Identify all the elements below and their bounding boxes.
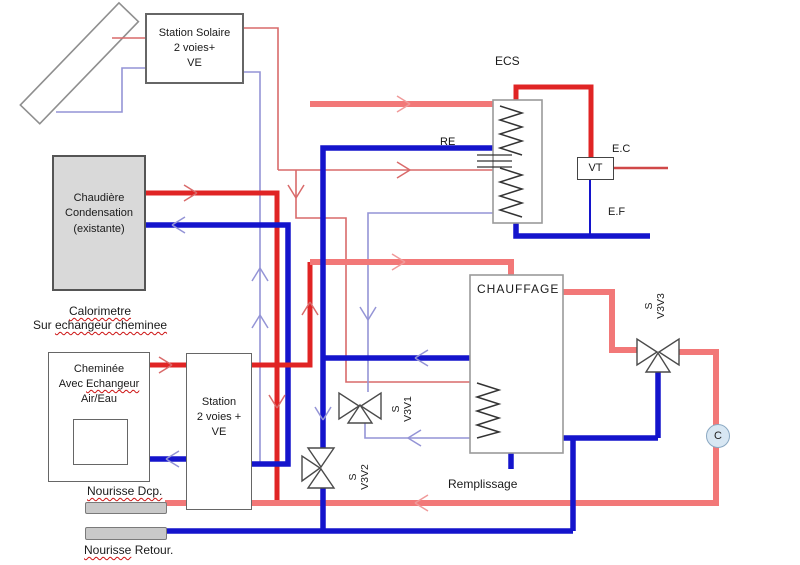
cheminee-line2b: Echangeur: [86, 378, 140, 391]
vt-valve-box: VT: [577, 157, 614, 180]
cheminee-inner-box: [73, 419, 128, 465]
pipe-re-return: [320, 145, 493, 449]
chauffage-tank: [469, 274, 564, 454]
calorimetre-line2a: Sur: [32, 318, 55, 332]
nourrice-dcp-bar: [85, 502, 167, 514]
ecs-element-lines: [477, 154, 512, 168]
re-label: RE: [440, 136, 456, 148]
pipe-panel-return: [56, 67, 145, 113]
valve-v3v3: [636, 337, 680, 373]
pipe-chaudiere-return: [142, 222, 291, 467]
cheminee-line2a: Avec: [58, 378, 87, 391]
pipe-chaudiere-supply: [142, 190, 280, 503]
ecs-label: ECS: [495, 54, 520, 68]
station-solaire-box: Station Solaire 2 voies+ VE: [145, 13, 244, 84]
pipe-tank-hot-out-to-vt: [513, 84, 594, 160]
cheminee-line1: Cheminée: [73, 363, 125, 375]
ec-label: E.C: [612, 143, 631, 155]
cheminee-line3: Air/Eau: [80, 393, 118, 406]
pipe-tank-bottom-return: [367, 212, 493, 392]
solar-panel: [19, 1, 140, 125]
calorimetre-line2b: echangeur cheminee: [54, 318, 168, 332]
cheminee-box: Cheminée Avec Echangeur Air/Eau: [48, 352, 150, 482]
chauffage-coil: [474, 382, 502, 439]
chauffage-label: CHAUFFAGE: [477, 282, 560, 296]
nourrice-retour-bar: [85, 527, 167, 540]
valve-v3v1: [338, 391, 382, 424]
calorimetre-label: Calorimetre Sur echangeur cheminee: [25, 304, 175, 332]
pipe-thin-red-to-chauffage-coil: [295, 170, 474, 383]
chaudiere-box: Chaudière Condensation (existante): [52, 155, 146, 291]
pipe-v3v1-to-chauffage-coil: [364, 421, 474, 439]
pipe-supply-to-chauffage: [310, 259, 514, 276]
flow-arrows: [158, 95, 429, 512]
calorimetre-line1: Calorimetre: [68, 304, 131, 318]
station-2voies-box: Station 2 voies + VE: [186, 353, 252, 510]
nourrice-retour-label: Nourisse Retour.: [84, 543, 174, 557]
valve-v3v2: [301, 447, 336, 489]
pipe-tank-cold-feed: [513, 223, 650, 239]
pipe-solar-secondary-return: [240, 71, 261, 464]
remplissage-label: Remplissage: [448, 477, 518, 491]
pipe-solar-secondary-supply: [240, 27, 279, 170]
nourrice-dcp-label: Nourisse Dcp.: [87, 484, 163, 498]
ecs-bottom-coil: [497, 167, 525, 218]
ef-label: E.F: [608, 206, 626, 218]
ecs-top-coil: [497, 105, 525, 156]
calorimeter-meter: C: [706, 424, 730, 448]
pipe-chauffage-out-to-v3v3: [563, 289, 638, 353]
